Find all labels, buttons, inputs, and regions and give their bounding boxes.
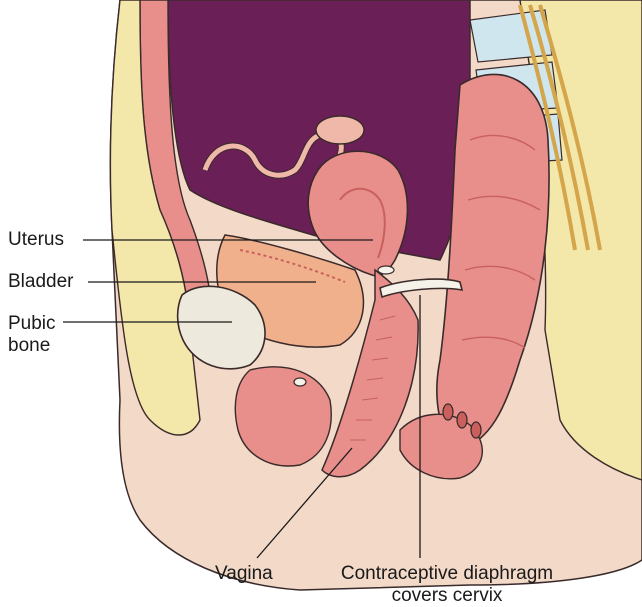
ovary: [316, 116, 364, 144]
label-uterus: Uterus: [8, 229, 64, 251]
label-pubic-line2: bone: [8, 335, 56, 357]
label-vagina: Vagina: [215, 563, 273, 585]
label-pubic-line1: Pubic: [8, 313, 56, 335]
label-diaphragm: Contraceptive diaphragm covers cervix: [312, 563, 582, 607]
label-diaphragm-line1: Contraceptive diaphragm: [312, 563, 582, 585]
cervix-os: [378, 266, 394, 274]
label-bladder: Bladder: [8, 271, 74, 293]
urethral-opening: [294, 378, 306, 386]
perineal-muscle: [235, 367, 331, 466]
label-pubic-bone: Pubic bone: [8, 313, 56, 357]
label-diaphragm-line2: covers cervix: [312, 585, 582, 607]
